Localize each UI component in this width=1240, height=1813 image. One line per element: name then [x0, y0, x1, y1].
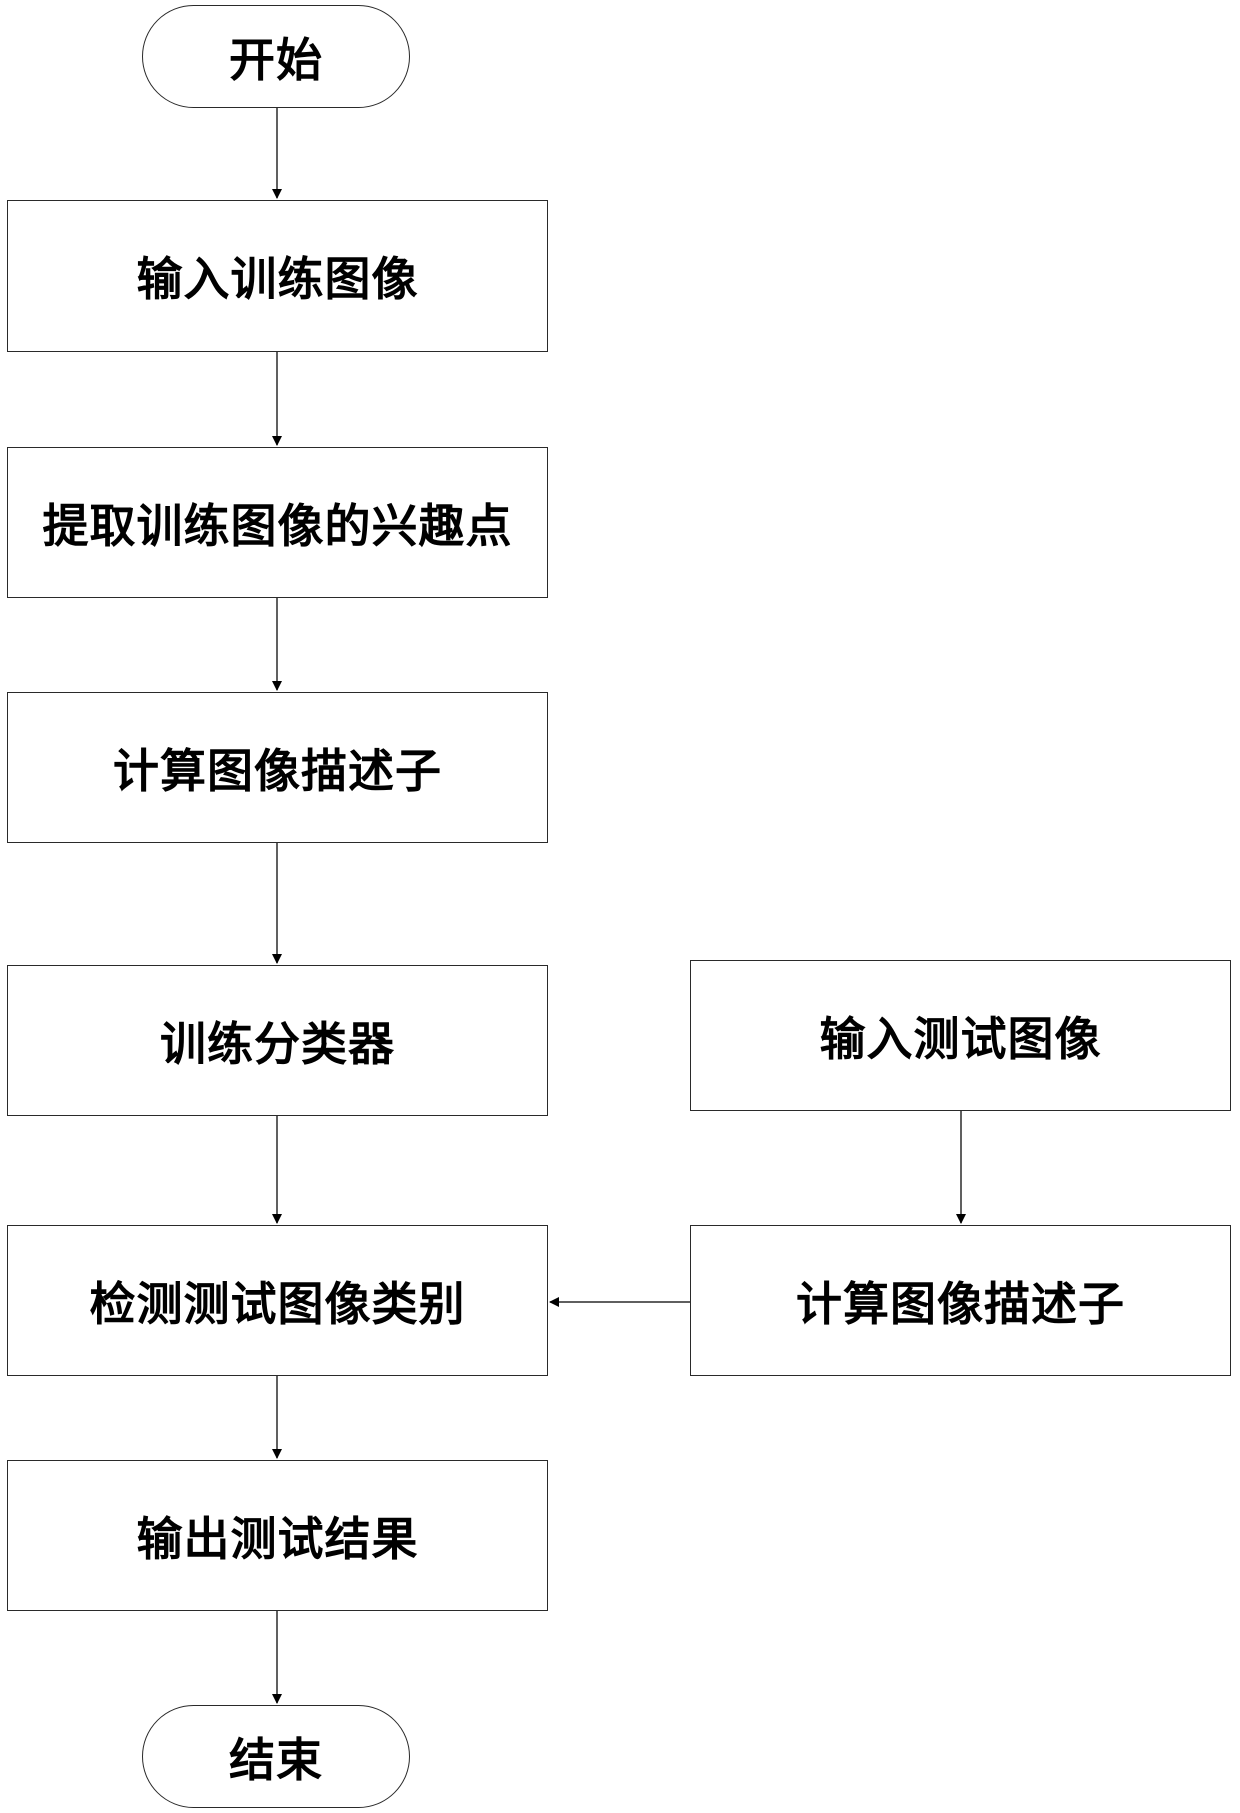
- step-label: 计算图像描述子: [113, 735, 442, 801]
- step-train-classifier: 训练分类器: [7, 965, 548, 1116]
- end-label: 结束: [229, 1724, 323, 1790]
- end-terminal: 结束: [142, 1705, 410, 1808]
- step-detect-test-category: 检测测试图像类别: [7, 1225, 548, 1376]
- step-label: 提取训练图像的兴趣点: [43, 490, 513, 556]
- step-label: 输入测试图像: [820, 1003, 1102, 1069]
- step-label: 输入训练图像: [137, 243, 419, 309]
- start-label: 开始: [229, 24, 323, 90]
- step-extract-interest-points: 提取训练图像的兴趣点: [7, 447, 548, 598]
- step-label: 检测测试图像类别: [90, 1268, 466, 1334]
- start-terminal: 开始: [142, 5, 410, 108]
- step-compute-test-descriptor: 计算图像描述子: [690, 1225, 1231, 1376]
- step-output-test-result: 输出测试结果: [7, 1460, 548, 1611]
- step-label: 计算图像描述子: [796, 1268, 1125, 1334]
- step-input-test-images: 输入测试图像: [690, 960, 1231, 1111]
- step-label: 训练分类器: [160, 1008, 395, 1074]
- step-compute-training-descriptor: 计算图像描述子: [7, 692, 548, 843]
- step-label: 输出测试结果: [137, 1503, 419, 1569]
- step-input-training-images: 输入训练图像: [7, 200, 548, 352]
